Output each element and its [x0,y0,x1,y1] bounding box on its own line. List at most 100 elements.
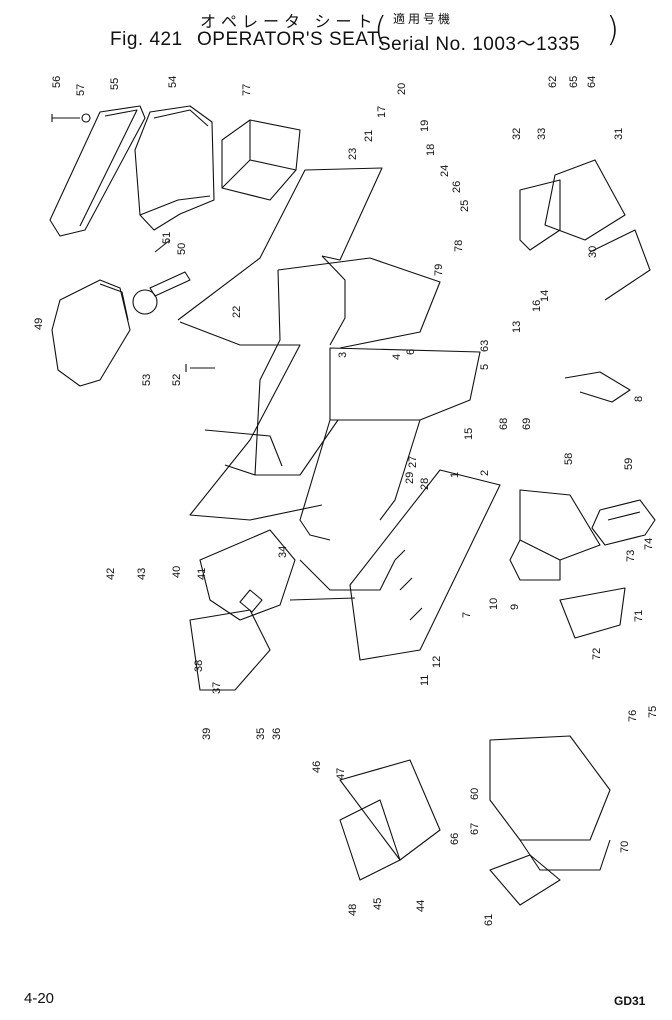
part-label-29: 29 [404,472,416,484]
part-label-74: 74 [643,538,655,550]
title-japanese: オペレータ シート [200,14,378,31]
part-label-7: 7 [461,612,473,618]
part-label-15: 15 [463,428,475,440]
part-label-45: 45 [372,898,384,910]
part-label-54: 54 [167,76,179,88]
part-label-5: 5 [479,364,491,370]
part-label-19: 19 [419,120,431,132]
part-label-63: 63 [479,340,491,352]
part-label-53: 53 [141,374,153,386]
part-label-37: 37 [211,682,223,694]
part-label-32: 32 [511,128,523,140]
washer-57 [81,113,91,123]
adjust-lever [564,371,631,403]
part-label-6: 6 [405,349,417,355]
part-label-21: 21 [363,130,375,142]
part-label-57: 57 [75,84,87,96]
part-label-70: 70 [619,841,631,853]
diagram-code: GD31 [614,994,646,1008]
part-label-24: 24 [439,165,451,177]
part-label-44: 44 [415,900,427,912]
part-label-14: 14 [539,290,551,302]
backrest-cushion [51,279,131,387]
support-bracket [559,587,626,639]
part-label-26: 26 [451,181,463,193]
part-label-27: 27 [407,456,419,468]
serial-japanese: 適用号機 [393,12,454,26]
part-label-60: 60 [469,788,481,800]
part-label-38: 38 [193,660,205,672]
part-label-55: 55 [109,78,121,90]
figure-number: Fig. 421 [110,29,183,50]
armrest [49,105,146,237]
part-label-22: 22 [231,306,243,318]
lower-housing [489,735,611,871]
backrest-bracket [132,239,191,315]
part-label-40: 40 [171,566,183,578]
part-label-69: 69 [521,418,533,430]
part-label-41: 41 [196,568,208,580]
part-label-77: 77 [241,84,253,96]
part-label-3: 3 [337,352,349,358]
part-label-58: 58 [563,453,575,465]
part-label-62: 62 [547,76,559,88]
part-label-39: 39 [201,728,213,740]
part-label-30: 30 [587,246,599,258]
part-label-65: 65 [568,76,580,88]
part-label-73: 73 [625,550,637,562]
seat-rail [289,347,481,601]
floor-cover [189,529,296,691]
serial-range: Serial No. 1003～1335 [378,34,581,55]
part-label-51: 51 [161,232,173,244]
part-label-33: 33 [536,128,548,140]
part-label-43: 43 [136,568,148,580]
part-label-28: 28 [419,478,431,490]
part-label-20: 20 [396,83,408,95]
part-label-59: 59 [623,458,635,470]
part-label-9: 9 [509,604,521,610]
footrest [591,499,656,546]
close-paren: ) [606,10,620,50]
part-label-36: 36 [271,728,283,740]
part-label-76: 76 [627,710,639,722]
part-label-11: 11 [419,675,431,686]
part-label-61: 61 [483,914,495,926]
side-panel [519,159,651,301]
open-paren: ( [374,10,388,50]
part-label-75: 75 [647,706,659,718]
spring-rod [185,364,215,372]
page-number: 4-20 [24,990,55,1007]
part-label-12: 12 [431,656,443,668]
page-title: OPERATOR'S SEAT [197,29,380,50]
part-label-79: 79 [433,264,445,276]
part-label-23: 23 [347,148,359,160]
lower-cover [339,759,441,881]
part-label-4: 4 [391,354,403,360]
seat-base-frame [177,167,441,521]
bolt-56 [51,114,80,122]
part-label-10: 10 [488,598,500,610]
header: オペレータ シート ( 適用号機 Fig. 421 OPERATOR'S SEA… [0,0,672,60]
part-label-67: 67 [469,823,481,835]
part-label-56: 56 [51,76,63,88]
part-label-68: 68 [498,418,510,430]
part-label-47: 47 [335,768,347,780]
part-label-50: 50 [176,243,188,255]
part-label-31: 31 [613,128,625,140]
part-label-35: 35 [255,728,267,740]
part-label-17: 17 [376,106,388,118]
part-label-78: 78 [453,240,465,252]
part-label-25: 25 [459,200,471,212]
part-label-72: 72 [591,648,603,660]
part-label-46: 46 [311,761,323,773]
base-plate [349,469,501,661]
part-label-71: 71 [633,610,645,622]
part-label-13: 13 [511,321,523,333]
part-label-18: 18 [425,144,437,156]
part-label-49: 49 [33,318,45,330]
cover-plate-61 [489,854,561,906]
part-label-42: 42 [105,568,117,580]
part-label-8: 8 [633,396,645,402]
